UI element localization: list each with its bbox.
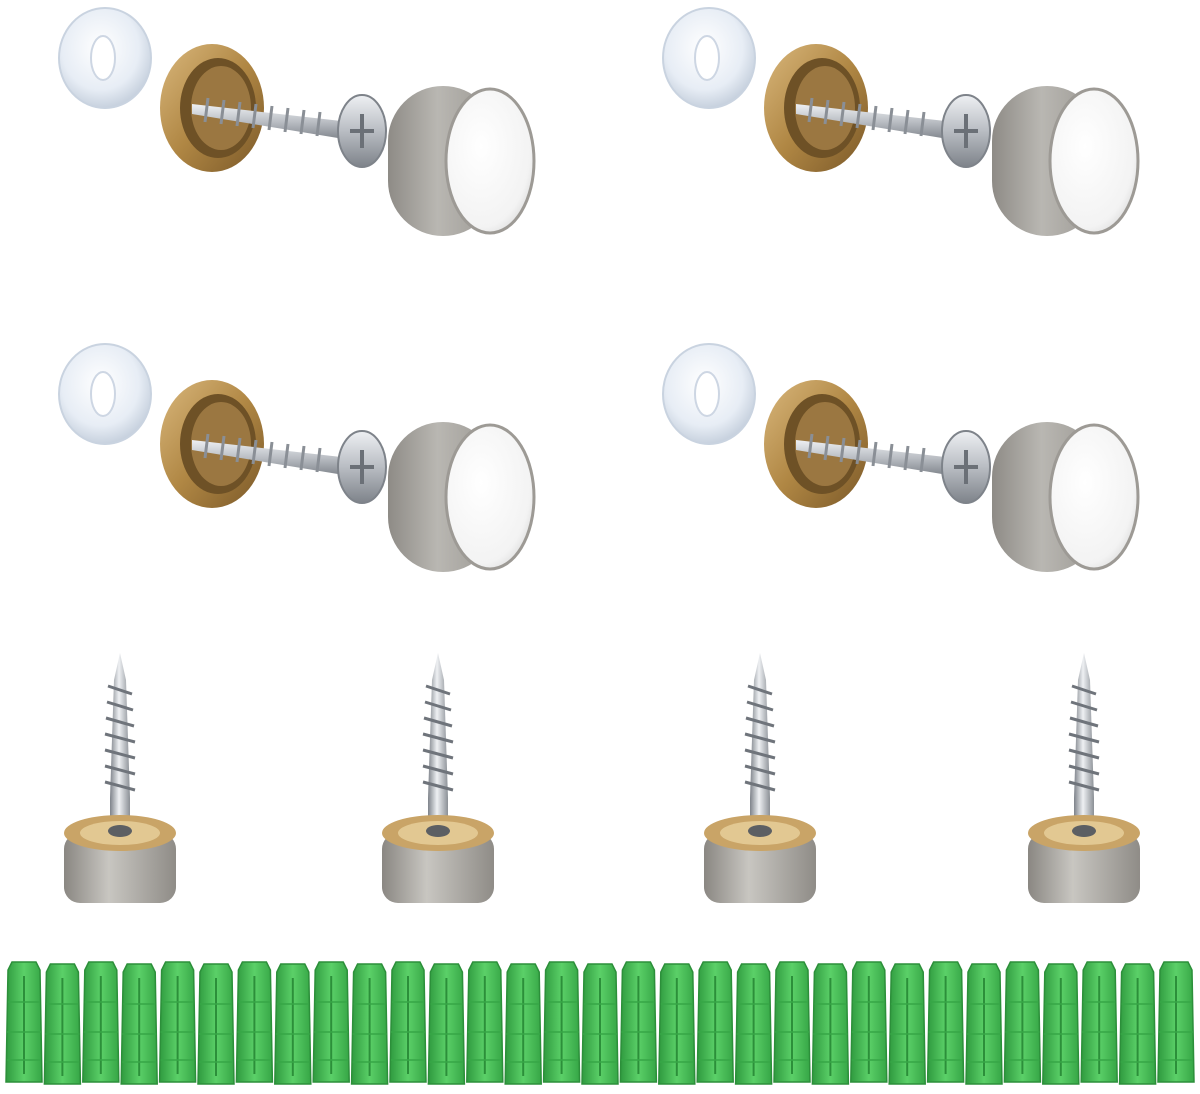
wall-anchor — [350, 963, 389, 1085]
wall-anchor — [926, 961, 965, 1083]
wall-anchor — [81, 961, 120, 1083]
wall-anchor — [696, 961, 735, 1083]
wall-anchor — [734, 963, 773, 1085]
wall-anchor — [888, 963, 927, 1085]
wall-anchor — [43, 963, 82, 1085]
wall-anchor — [1041, 963, 1080, 1085]
wall-anchor — [120, 963, 159, 1085]
wall-anchor — [849, 961, 888, 1083]
wall-anchor — [273, 963, 312, 1085]
wall-anchor — [581, 963, 619, 1085]
wall-anchor — [1003, 961, 1042, 1083]
wall-anchor — [965, 963, 1003, 1085]
wall-anchor — [389, 961, 427, 1083]
wall-anchor — [465, 961, 504, 1083]
wall-anchor-row — [5, 961, 1195, 1085]
wall-anchor — [1118, 963, 1157, 1085]
wall-anchor — [504, 963, 543, 1085]
wall-anchor — [773, 961, 811, 1083]
wall-anchor — [657, 963, 696, 1085]
wall-anchor — [158, 961, 197, 1083]
wall-anchor — [312, 961, 351, 1083]
wall-anchor — [235, 961, 274, 1083]
wall-anchor — [811, 963, 850, 1085]
wall-anchor — [542, 961, 581, 1083]
wall-anchor — [619, 961, 658, 1083]
wall-anchor — [1080, 961, 1119, 1083]
wall-anchor — [1157, 961, 1195, 1083]
wall-anchor — [5, 961, 43, 1083]
wall-anchor — [197, 963, 235, 1085]
wall-anchor — [427, 963, 466, 1085]
